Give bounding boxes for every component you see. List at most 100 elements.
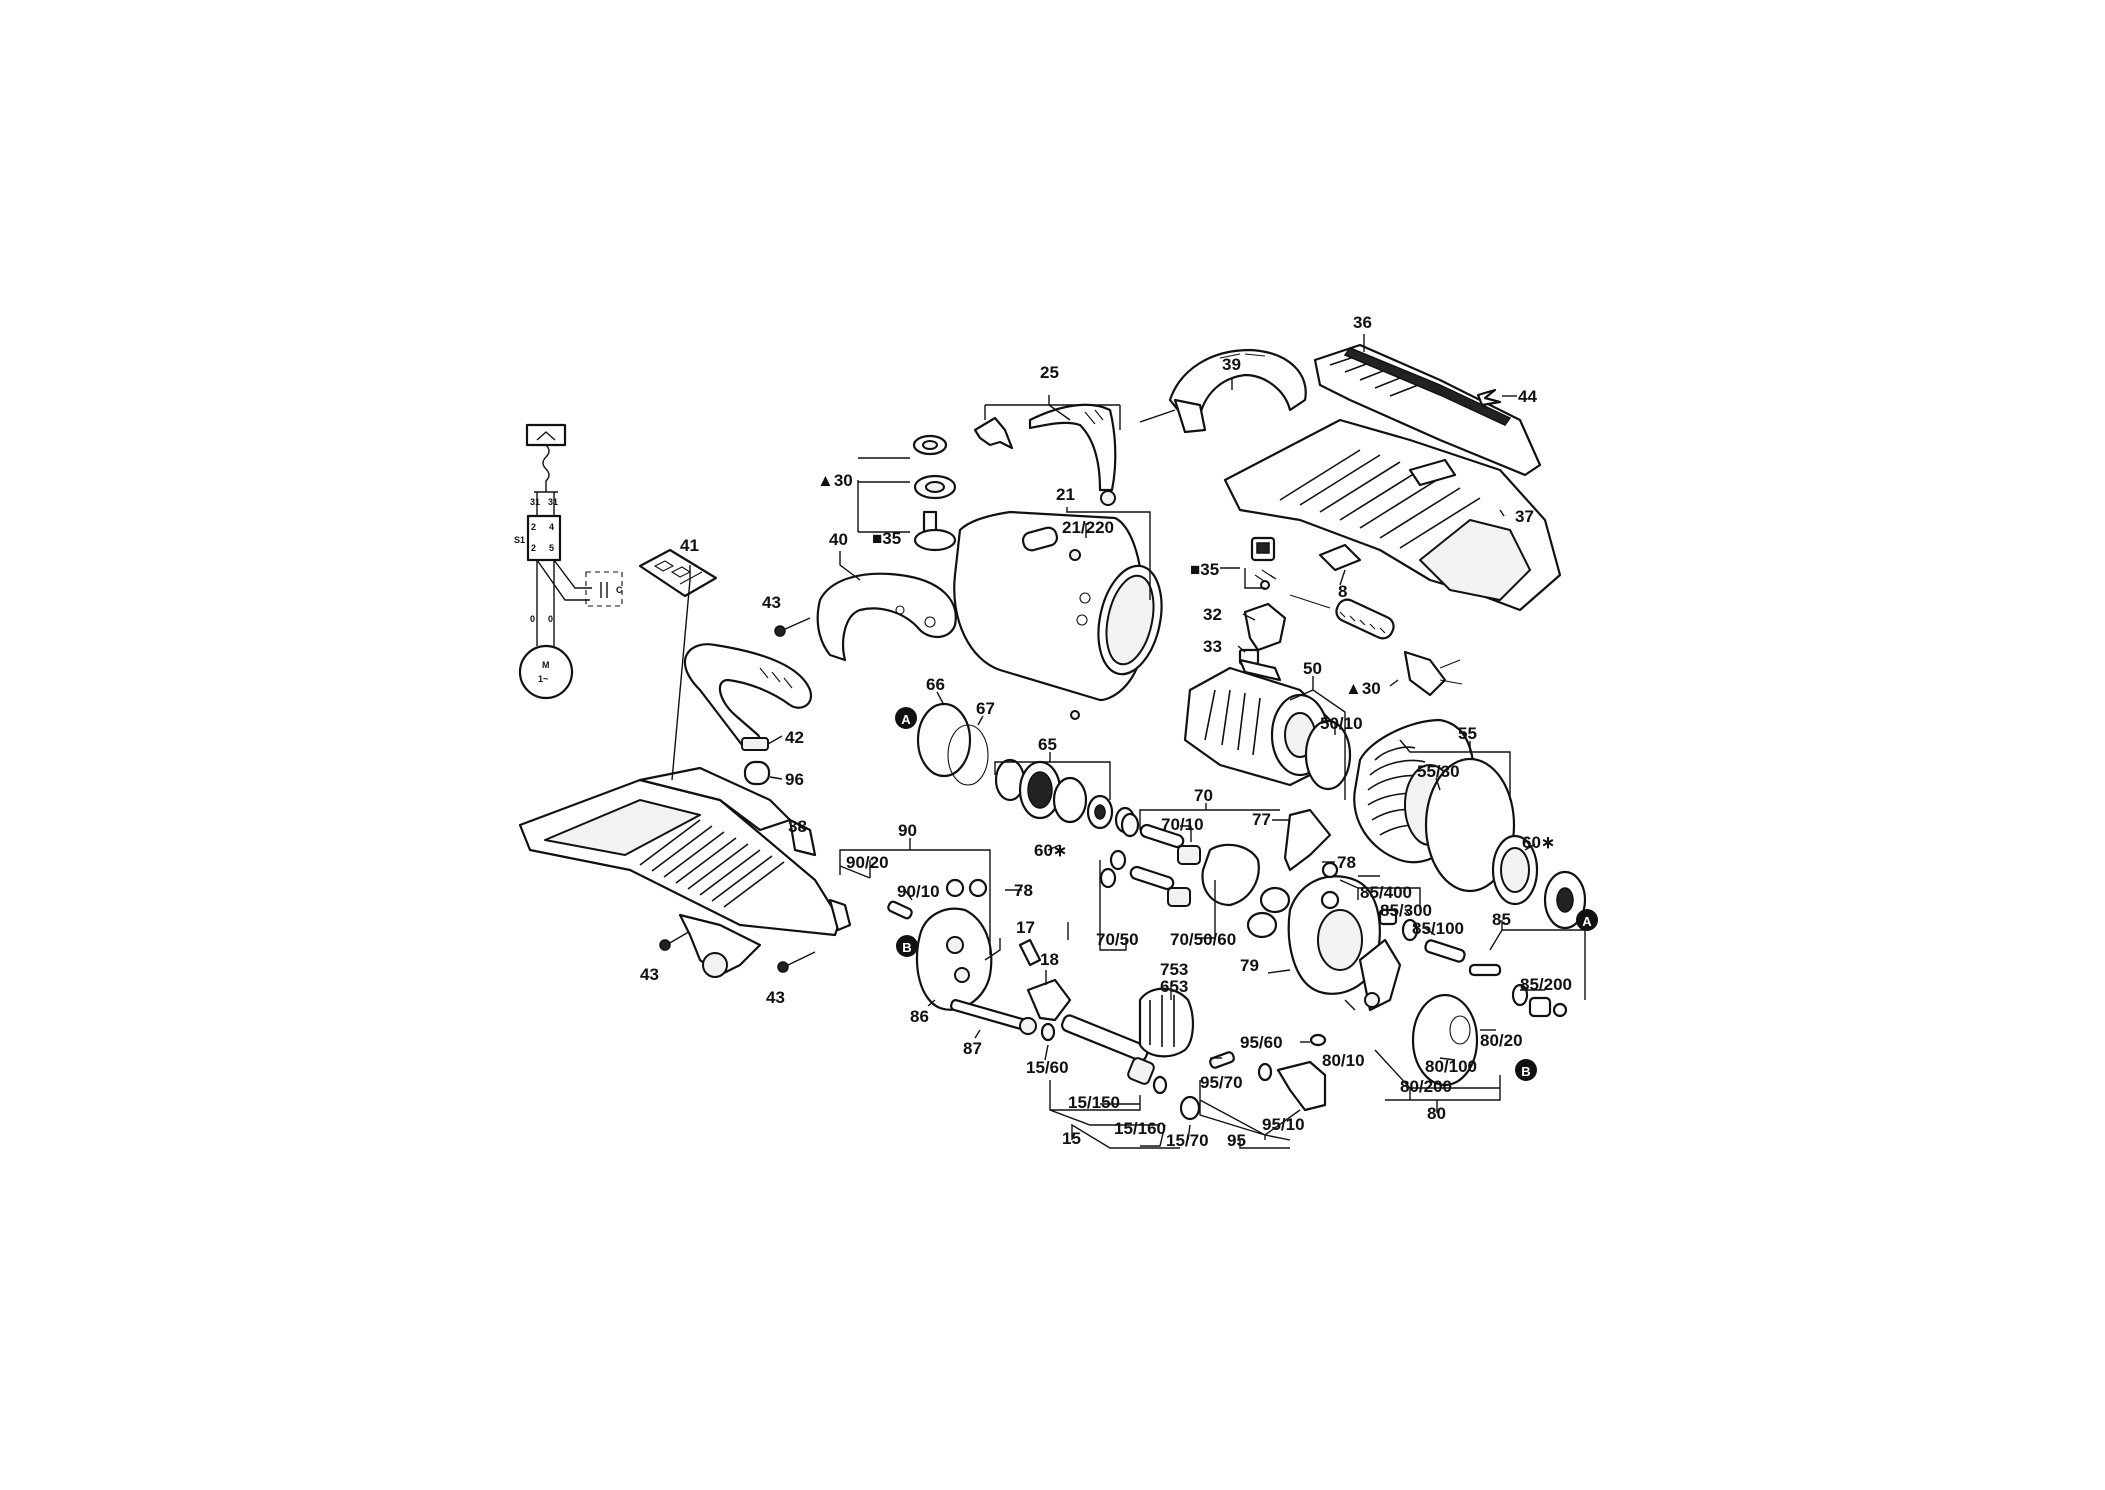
part-labels: 25 39 36 44 37 ▲30 ■35 21 21/220 40 41 4… xyxy=(640,313,1572,1150)
label-65: 65 xyxy=(1038,735,1057,754)
label-85-200: 85/200 xyxy=(1520,975,1572,994)
label-17: 17 xyxy=(1016,918,1035,937)
label-96: 96 xyxy=(785,770,804,789)
label-60-right: 60∗ xyxy=(1522,833,1555,852)
label-70-10: 70/10 xyxy=(1161,815,1204,834)
marker-a-right: A xyxy=(1576,909,1598,931)
plug-symbol-box xyxy=(525,423,567,447)
rating-plate-part xyxy=(638,548,718,598)
wiring-schematic: 31 31 S1 2 4 2 5 C 0 0 M 1~ xyxy=(514,423,623,700)
grommet-30-set xyxy=(912,434,957,552)
screw-43-left xyxy=(659,929,693,951)
label-15-150: 15/150 xyxy=(1068,1093,1120,1112)
ring-50-10 xyxy=(1304,719,1352,791)
label-79: 79 xyxy=(1240,956,1259,975)
label-15: 15 xyxy=(1062,1129,1081,1148)
label-85-300: 85/300 xyxy=(1380,901,1432,920)
clutch-753-part xyxy=(1138,987,1194,1058)
part-96-knob xyxy=(743,760,771,786)
label-78-left: 78 xyxy=(1014,881,1033,900)
marker-a-left: A xyxy=(895,707,917,729)
gear-housing-79-part xyxy=(1287,861,1381,995)
label-85-400: 85/400 xyxy=(1360,883,1412,902)
switch-label: S1 xyxy=(514,535,525,545)
label-66: 66 xyxy=(926,675,945,694)
label-87: 87 xyxy=(963,1039,982,1058)
label-50: 50 xyxy=(1303,659,1322,678)
terminal-top-left: 31 xyxy=(530,497,540,507)
label-70-50-60: 70/50/60 xyxy=(1170,930,1236,949)
plate-8-part xyxy=(1318,543,1362,572)
blade-guard-part xyxy=(816,572,957,662)
terminal-5: 5 xyxy=(549,543,554,553)
rings-66-67 xyxy=(916,702,989,786)
screw-43-top xyxy=(774,617,811,637)
label-78-right: 78 xyxy=(1337,853,1356,872)
motor-housing-21-part xyxy=(953,510,1163,720)
label-8: 8 xyxy=(1338,582,1347,601)
top-housing-37-part xyxy=(1223,418,1562,612)
switch-s1-box xyxy=(526,514,562,562)
fitting-95-part xyxy=(1209,1033,1327,1112)
marker-b-left: B xyxy=(896,935,918,957)
motor-phase: 1~ xyxy=(538,674,548,684)
leader-lines xyxy=(671,334,1586,1149)
label-80-20: 80/20 xyxy=(1480,1031,1523,1050)
switch-35-part xyxy=(1250,536,1277,590)
label-50-10: 50/10 xyxy=(1320,714,1363,733)
label-85: 85 xyxy=(1492,910,1511,929)
label-80-100: 80/100 xyxy=(1425,1057,1477,1076)
spindle-15-part xyxy=(1040,1014,1201,1121)
label-70: 70 xyxy=(1194,786,1213,805)
label-15-70: 15/70 xyxy=(1166,1131,1209,1150)
motor-label: M xyxy=(542,660,550,670)
label-86: 86 xyxy=(910,1007,929,1026)
lever-25-part xyxy=(973,403,1117,506)
capacitor-label: C xyxy=(616,585,623,595)
label-15-160: 15/160 xyxy=(1114,1119,1166,1138)
bearing-65-part xyxy=(994,758,1136,834)
label-653: 653 xyxy=(1160,977,1188,996)
label-67: 67 xyxy=(976,699,995,718)
gear-plate-80-part xyxy=(1358,938,1479,1087)
label-753: 753 xyxy=(1160,960,1188,979)
motor-symbol xyxy=(518,644,574,700)
label-80: 80 xyxy=(1427,1104,1446,1123)
label-25: 25 xyxy=(1040,363,1059,382)
label-85-100: 85/100 xyxy=(1412,919,1464,938)
svg-text:A: A xyxy=(901,712,911,727)
auxiliary-handle-part xyxy=(684,643,813,786)
label-43-left: 43 xyxy=(640,965,659,984)
label-55: 55 xyxy=(1458,724,1477,743)
label-32: 32 xyxy=(1203,605,1222,624)
label-30-right: ▲30 xyxy=(1345,679,1381,698)
svg-text:B: B xyxy=(1521,1064,1530,1079)
label-90-20: 90/20 xyxy=(846,853,889,872)
label-90: 90 xyxy=(898,821,917,840)
terminal-2b: 2 xyxy=(531,543,536,553)
pin-17-part xyxy=(1018,938,1042,967)
wire-code-right: 0 xyxy=(548,614,553,624)
terminal-2a: 2 xyxy=(531,522,536,532)
label-44: 44 xyxy=(1518,387,1537,406)
clamp-18-part xyxy=(1026,978,1072,1022)
label-38: 38 xyxy=(788,817,807,836)
upper-guard-39-part xyxy=(1168,348,1307,434)
fan-housing-55-part xyxy=(1353,718,1587,930)
label-36: 36 xyxy=(1353,313,1372,332)
label-80-200: 80/200 xyxy=(1400,1077,1452,1096)
cable-wavy-line xyxy=(542,444,550,492)
label-77: 77 xyxy=(1252,810,1271,829)
gearbox-86-part xyxy=(839,865,993,1011)
label-33: 33 xyxy=(1203,637,1222,656)
marker-b-right: B xyxy=(1515,1059,1537,1081)
terminal-top-right: 31 xyxy=(548,497,558,507)
label-95-10: 95/10 xyxy=(1262,1115,1305,1134)
label-55-30: 55/30 xyxy=(1417,762,1460,781)
svg-text:A: A xyxy=(1582,914,1592,929)
bracket-77-part xyxy=(1283,808,1332,872)
power-cable-30-part xyxy=(1289,594,1463,697)
label-80-10: 80/10 xyxy=(1322,1051,1365,1070)
label-60-left: 60∗ xyxy=(1034,841,1067,860)
